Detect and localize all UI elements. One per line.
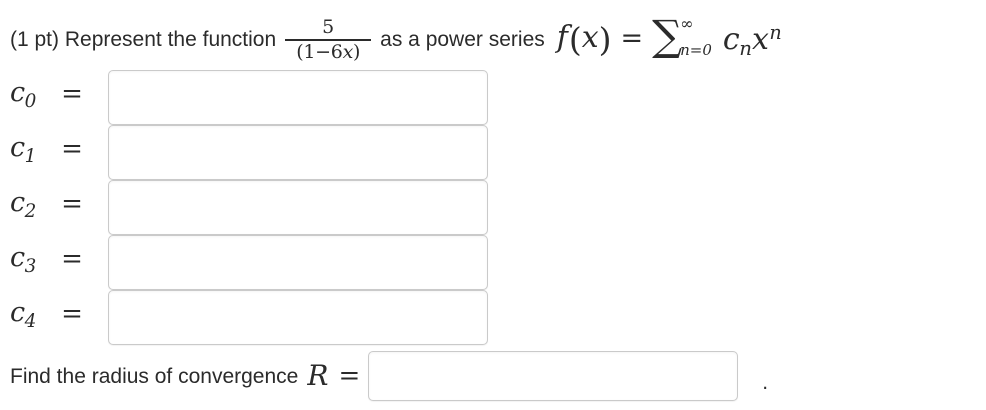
close-paren: ) [598, 19, 612, 59]
radius-of-convergence-row: Find the radius of convergence R = . [10, 350, 768, 402]
coefficient-row-c3: c3 = [10, 233, 90, 287]
function-name-f: f [556, 20, 568, 55]
coefficient-subscript-4: 4 [24, 310, 37, 332]
coefficient-label-c2: c2 [10, 189, 54, 221]
radius-equals-sign: = [338, 361, 361, 391]
open-paren: ( [568, 19, 582, 59]
points-label: (1 pt) [10, 27, 60, 51]
coefficient-label-c1: c1 [10, 134, 54, 166]
summation-lower-limit: n=0 [680, 41, 712, 59]
coefficient-equals-c3: = [61, 244, 83, 274]
term-coefficient-subscript: n [739, 36, 752, 60]
term-exponent: n [769, 21, 782, 45]
series-term: cnxn [723, 23, 782, 58]
term-coefficient-c: c [722, 22, 740, 58]
power-series-expression: f ( x ) = ∑ ∞ n=0 cnxn [556, 11, 782, 60]
summation-upper-limit: ∞ [680, 14, 694, 33]
coefficient-label-c0: c0 [10, 79, 54, 111]
coefficient-equals-c1: = [61, 134, 83, 164]
answer-input-c0[interactable] [108, 70, 488, 125]
answer-input-c3[interactable] [108, 235, 488, 290]
coefficient-subscript-0: 0 [24, 90, 37, 112]
summation-limits: ∞ n=0 [680, 14, 712, 59]
fraction-denominator: (1−6x) [294, 41, 362, 62]
coefficient-label-c4: c4 [10, 299, 54, 331]
series-equals-sign: = [620, 22, 644, 54]
prompt-before-function: Represent the function [64, 27, 277, 51]
coefficient-symbol-c0: c [10, 77, 26, 109]
coefficient-symbol-c3: c [10, 242, 26, 274]
coefficient-label-c3: c3 [10, 244, 54, 276]
prompt-after-function: as a power series [380, 27, 545, 51]
coefficient-subscript-1: 1 [24, 145, 37, 167]
coefficient-subscript-2: 2 [24, 200, 37, 222]
coefficient-equals-c0: = [61, 79, 83, 109]
series-variable-x: x [581, 20, 599, 55]
denominator-close-paren: ) [352, 40, 361, 63]
coefficient-row-c2: c2 = [10, 178, 90, 232]
coefficient-symbol-c1: c [10, 132, 26, 164]
fraction-numerator: 5 [322, 16, 335, 39]
summation-group: ∑ ∞ n=0 [652, 11, 716, 60]
coefficient-symbol-c2: c [10, 187, 26, 219]
denominator-variable: x [342, 40, 354, 63]
answer-input-radius[interactable] [368, 351, 739, 401]
coefficient-row-c4: c4 = [10, 288, 90, 342]
trailing-period: . [762, 371, 769, 394]
sigma-icon: ∑ [652, 11, 683, 60]
radius-prompt: Find the radius of convergence [10, 364, 299, 388]
coefficient-subscript-3: 3 [24, 255, 37, 277]
function-fraction: 5 (1−6x) [285, 16, 372, 62]
problem-statement: (1 pt) Represent the function 5 (1−6x) a… [10, 14, 986, 64]
coefficient-row-c1: c1 = [10, 123, 90, 177]
radius-symbol-R: R [307, 359, 329, 392]
coefficient-symbol-c4: c [10, 297, 26, 329]
denominator-open-paren: (1 [296, 40, 316, 63]
denominator-minus-six: −6 [315, 40, 343, 63]
answer-input-c1[interactable] [108, 125, 488, 180]
term-base-x: x [751, 22, 769, 58]
fraction-bar [285, 39, 372, 41]
answer-input-c2[interactable] [108, 180, 488, 235]
coefficient-row-c0: c0 = [10, 68, 90, 122]
coefficient-equals-c2: = [61, 189, 83, 219]
coefficient-equals-c4: = [61, 299, 83, 329]
answer-input-c4[interactable] [108, 290, 488, 345]
